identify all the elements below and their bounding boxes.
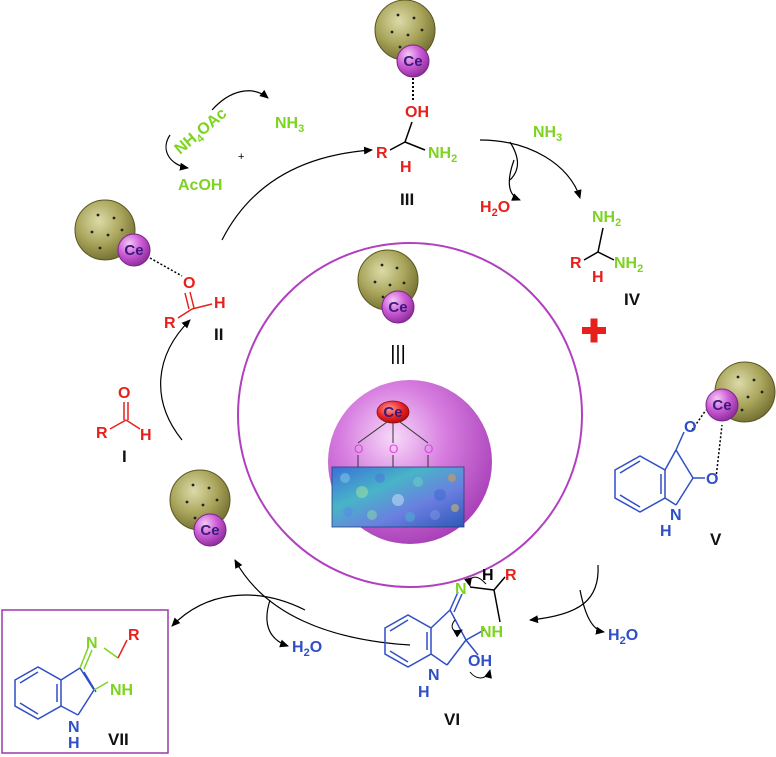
IV-label: IV bbox=[624, 290, 641, 309]
reagent-acoh: AcOH bbox=[178, 177, 222, 194]
compound-I: O R H I bbox=[96, 385, 152, 466]
V-H: H bbox=[660, 523, 672, 540]
reagent-nh4oac: NH4OAc bbox=[172, 105, 233, 160]
VI-OH: OH bbox=[468, 653, 492, 670]
VI-ringH: H bbox=[418, 684, 430, 701]
V-O2: O bbox=[706, 471, 718, 488]
II-label: II bbox=[214, 325, 223, 344]
arrow-V-to-VI bbox=[529, 564, 599, 624]
arrow-h2o-out-bottom bbox=[266, 599, 289, 648]
small-plus: + bbox=[238, 151, 244, 163]
product-VII-box: N R NH N H VII bbox=[1, 609, 169, 754]
III-NH2: NH2 bbox=[428, 145, 457, 165]
bead-texture bbox=[340, 473, 459, 522]
central-catalyst-panel: Ce ||| Ce O O O bbox=[237, 242, 583, 588]
reagent-nh3-right: NH3 bbox=[533, 124, 562, 144]
I-O: O bbox=[118, 385, 130, 402]
arrow-h2o-out-right bbox=[579, 589, 605, 635]
compound-IV: NH2 R H NH2 IV bbox=[570, 209, 643, 309]
III-OH: OH bbox=[405, 104, 429, 121]
VI-ringN: N bbox=[428, 667, 440, 684]
arrow-I-to-II bbox=[160, 319, 191, 441]
equivalence-bars: ||| bbox=[390, 343, 406, 365]
III-R: R bbox=[376, 145, 388, 162]
arrow-nh4oac-to-acoh bbox=[165, 134, 189, 171]
reagent-h2o-bottom: H2O bbox=[292, 639, 322, 659]
arrow-III-to-IV bbox=[479, 139, 582, 199]
reagents-top-left: NH4OAc NH3 + AcOH bbox=[172, 105, 305, 194]
VI-NH: NH bbox=[480, 624, 503, 641]
arrow-h2o-out-top bbox=[508, 159, 521, 201]
catalyst-bottom-left: Ce bbox=[169, 469, 231, 547]
support-o-1: O bbox=[354, 442, 363, 456]
compound-II: O R H II bbox=[149, 257, 226, 344]
center-ce-label: Ce bbox=[388, 299, 407, 316]
IV-NH2-top: NH2 bbox=[592, 209, 621, 229]
top-ce-label: Ce bbox=[403, 53, 422, 70]
II-R: R bbox=[164, 315, 176, 332]
VI-label: VI bbox=[444, 710, 460, 729]
II-O: O bbox=[183, 275, 195, 292]
reagent-h2o-top: H2O bbox=[480, 199, 510, 219]
V-O1: O bbox=[684, 419, 696, 436]
VII-N: N bbox=[86, 635, 98, 652]
I-R: R bbox=[96, 425, 108, 442]
compound-V: O O N H V bbox=[614, 409, 723, 549]
I-label: I bbox=[122, 447, 127, 466]
arrow-to-VII bbox=[171, 594, 306, 627]
VI-H: H bbox=[482, 567, 494, 584]
sphere-ce-label: Ce bbox=[383, 404, 402, 421]
reagents-top-right: NH3 H2O bbox=[480, 124, 562, 219]
cycle-arrows bbox=[160, 89, 605, 648]
VII-NH: NH bbox=[110, 682, 133, 699]
reagent-h2o-right: H2O bbox=[608, 627, 638, 647]
III-label: III bbox=[400, 190, 414, 209]
red-plus-sign bbox=[582, 318, 606, 343]
II-ce-label: Ce bbox=[124, 242, 143, 259]
support-o-3: O bbox=[424, 442, 433, 456]
VI-N: N bbox=[455, 581, 467, 598]
IV-R: R bbox=[570, 255, 582, 272]
VII-label: VII bbox=[108, 730, 129, 749]
compound-VI: N H R NH N H OH VI bbox=[384, 567, 517, 729]
VII-ringN: N bbox=[68, 719, 80, 736]
V-ce-label: Ce bbox=[712, 397, 731, 414]
IV-H: H bbox=[592, 269, 604, 286]
arrow-VI-to-catalyst bbox=[234, 559, 411, 646]
VII-ringH: H bbox=[68, 735, 80, 752]
I-H: H bbox=[140, 427, 152, 444]
II-H: H bbox=[214, 295, 226, 312]
arrow-nh3-in bbox=[509, 141, 519, 181]
IV-NH2-right: NH2 bbox=[614, 255, 643, 275]
catalyst-II: Ce bbox=[74, 199, 151, 267]
III-H: H bbox=[400, 159, 412, 176]
supported-catalyst-sphere: Ce O O O bbox=[328, 380, 492, 544]
center-catalyst: Ce bbox=[357, 249, 419, 324]
V-label: V bbox=[710, 530, 722, 549]
arrow-nh4oac-to-nh3 bbox=[211, 89, 269, 111]
VII-R: R bbox=[128, 627, 140, 644]
bottom-ce-label: Ce bbox=[200, 522, 219, 539]
reagent-nh3-top: NH3 bbox=[275, 115, 304, 135]
V-N: N bbox=[670, 507, 682, 524]
central-ring bbox=[237, 242, 583, 588]
catalyst-V: Ce bbox=[705, 361, 776, 423]
support-o-2: O bbox=[389, 442, 398, 456]
catalyst-top: Ce bbox=[374, 0, 436, 78]
VI-R: R bbox=[505, 567, 517, 584]
compound-III: OH R H NH2 III bbox=[376, 78, 457, 209]
arrow-II-to-III bbox=[221, 146, 373, 241]
